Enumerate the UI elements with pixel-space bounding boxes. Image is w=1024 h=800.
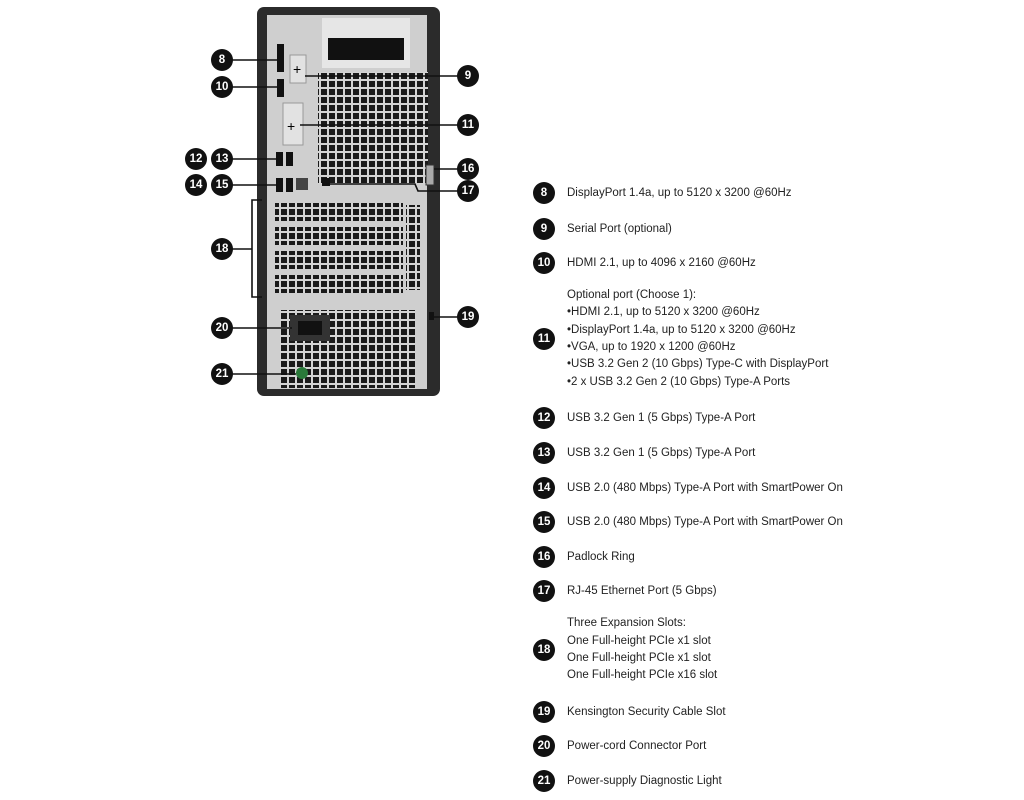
callout-badge-17: 17	[457, 180, 479, 202]
legend-number-badge: 20	[533, 735, 555, 758]
callout-badge-18: 18	[211, 238, 233, 260]
legend-item: 8 DisplayPort 1.4a, up to 5120 x 3200 @60…	[533, 182, 792, 205]
legend-number-badge: 21	[533, 770, 555, 793]
legend-item: 14 USB 2.0 (480 Mbps) Type-A Port with Sm…	[533, 477, 843, 500]
callout-badge-15: 15	[211, 174, 233, 196]
legend-line: RJ-45 Ethernet Port (5 Gbps)	[567, 584, 717, 597]
callout-badge-16: 16	[457, 158, 479, 180]
legend-item: 10 HDMI 2.1, up to 4096 x 2160 @60Hz	[533, 252, 756, 275]
legend-line: •USB 3.2 Gen 2 (10 Gbps) Type-C with Dis…	[567, 358, 829, 371]
legend-line: Power-supply Diagnostic Light	[567, 774, 722, 787]
legend-description: Power-cord Connector Port	[567, 738, 706, 755]
legend-line: One Full-height PCIe x1 slot	[567, 634, 711, 647]
legend-item: 11 Optional port (Choose 1): •HDMI 2.1, up…	[533, 287, 828, 391]
legend-item: 9 Serial Port (optional)	[533, 218, 672, 241]
legend-item: 19 Kensington Security Cable Slot	[533, 701, 726, 724]
callout-badge-21: 21	[211, 363, 233, 385]
legend-line: USB 2.0 (480 Mbps) Type-A Port with Smar…	[567, 481, 843, 494]
fan-vent	[318, 72, 428, 184]
computer-rear-diagram: + +	[232, 7, 458, 396]
legend-description: Three Expansion Slots: One Full-height PC…	[567, 615, 717, 684]
legend-description: DisplayPort 1.4a, up to 5120 x 3200 @60H…	[567, 185, 792, 202]
legend-description: Kensington Security Cable Slot	[567, 704, 726, 721]
legend-number-badge: 11	[533, 327, 555, 350]
legend-number-badge: 18	[533, 638, 555, 661]
legend-item: 12 USB 3.2 Gen 1 (5 Gbps) Type-A Port	[533, 407, 755, 430]
legend-number-badge: 17	[533, 580, 555, 603]
callout-badge-20: 20	[211, 317, 233, 339]
legend-item: 13 USB 3.2 Gen 1 (5 Gbps) Type-A Port	[533, 442, 755, 465]
legend-description: USB 3.2 Gen 1 (5 Gbps) Type-A Port	[567, 445, 755, 462]
legend-line: USB 3.2 Gen 1 (5 Gbps) Type-A Port	[567, 446, 756, 459]
legend-number-badge: 12	[533, 407, 555, 430]
legend-item: 15 USB 2.0 (480 Mbps) Type-A Port with Sm…	[533, 511, 843, 534]
legend-item: 20 Power-cord Connector Port	[533, 735, 706, 758]
legend-number-badge: 9	[533, 218, 555, 241]
expansion-slots	[275, 203, 420, 293]
callout-badge-9: 9	[457, 65, 479, 87]
legend-line: Power-cord Connector Port	[567, 739, 707, 752]
legend-line: •HDMI 2.1, up to 5120 x 3200 @60Hz	[567, 306, 760, 319]
legend-line: One Full-height PCIe x16 slot	[567, 669, 718, 682]
legend-line: One Full-height PCIe x1 slot	[567, 651, 711, 664]
svg-text:+: +	[293, 61, 301, 77]
legend-item: 18 Three Expansion Slots: One Full-height …	[533, 615, 717, 684]
legend-line: •DisplayPort 1.4a, up to 5120 x 3200 @60…	[567, 323, 796, 336]
legend-line: HDMI 2.1, up to 4096 x 2160 @60Hz	[567, 256, 756, 269]
legend-line: DisplayPort 1.4a, up to 5120 x 3200 @60H…	[567, 186, 792, 199]
legend-line: Three Expansion Slots:	[567, 617, 686, 630]
callout-badge-12: 12	[185, 148, 207, 170]
legend-description: RJ-45 Ethernet Port (5 Gbps)	[567, 583, 717, 600]
legend-number-badge: 16	[533, 546, 555, 569]
legend-description: USB 2.0 (480 Mbps) Type-A Port with Smar…	[567, 480, 843, 497]
legend-description: Serial Port (optional)	[567, 221, 672, 238]
legend-description: Optional port (Choose 1): •HDMI 2.1, up t…	[567, 287, 828, 391]
legend-item: 21 Power-supply Diagnostic Light	[533, 770, 722, 793]
callout-badge-10: 10	[211, 76, 233, 98]
legend-number-badge: 19	[533, 701, 555, 724]
legend-line: Serial Port (optional)	[567, 222, 672, 235]
legend-item: 17 RJ-45 Ethernet Port (5 Gbps)	[533, 580, 717, 603]
legend-number-badge: 13	[533, 442, 555, 465]
legend-description: Padlock Ring	[567, 549, 635, 566]
legend-line: Kensington Security Cable Slot	[567, 705, 726, 718]
svg-text:+: +	[287, 118, 295, 134]
legend-number-badge: 15	[533, 511, 555, 534]
legend-description: USB 3.2 Gen 1 (5 Gbps) Type-A Port	[567, 410, 755, 427]
legend-line: Optional port (Choose 1):	[567, 289, 697, 302]
legend-line: USB 2.0 (480 Mbps) Type-A Port with Smar…	[567, 515, 843, 528]
callout-lines	[232, 59, 458, 375]
callout-badge-11: 11	[457, 114, 479, 136]
legend-item: 16 Padlock Ring	[533, 546, 635, 569]
callout-badge-8: 8	[211, 49, 233, 71]
legend-description: HDMI 2.1, up to 4096 x 2160 @60Hz	[567, 255, 756, 272]
callout-badge-13: 13	[211, 148, 233, 170]
legend-number-badge: 14	[533, 477, 555, 500]
legend-number-badge: 10	[533, 252, 555, 275]
legend-line: USB 3.2 Gen 1 (5 Gbps) Type-A Port	[567, 411, 756, 424]
legend-description: USB 2.0 (480 Mbps) Type-A Port with Smar…	[567, 514, 843, 531]
legend-line: •VGA, up to 1920 x 1200 @60Hz	[567, 340, 736, 353]
legend-line: •2 x USB 3.2 Gen 2 (10 Gbps) Type-A Port…	[567, 375, 791, 388]
callout-badge-19: 19	[457, 306, 479, 328]
legend-line: Padlock Ring	[567, 550, 635, 563]
callout-badge-14: 14	[185, 174, 207, 196]
legend-description: Power-supply Diagnostic Light	[567, 773, 722, 790]
legend-number-badge: 8	[533, 182, 555, 205]
